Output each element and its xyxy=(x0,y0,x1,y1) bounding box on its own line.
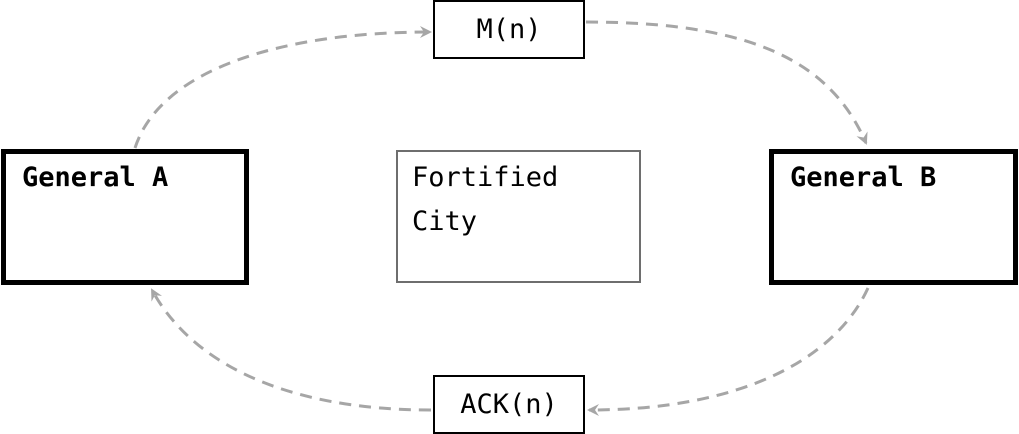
message-m-node: M(n) xyxy=(433,0,585,59)
message-ack-node: ACK(n) xyxy=(433,375,585,434)
arrow-ack-to-a xyxy=(150,288,432,412)
city-label-line1: Fortified xyxy=(412,162,559,193)
message-m-label: M(n) xyxy=(476,14,542,45)
arrow-a-to-message xyxy=(133,26,432,149)
general-a-node: General A xyxy=(1,149,249,285)
fortified-city-node: Fortified City xyxy=(396,150,641,283)
arrow-b-to-ack xyxy=(587,287,870,416)
general-a-label: General A xyxy=(22,162,169,193)
general-b-label: General B xyxy=(790,162,937,193)
message-ack-label: ACK(n) xyxy=(460,389,558,420)
arrow-message-to-b xyxy=(585,20,868,145)
city-label-line2: City xyxy=(412,206,478,237)
general-b-node: General B xyxy=(769,149,1018,285)
